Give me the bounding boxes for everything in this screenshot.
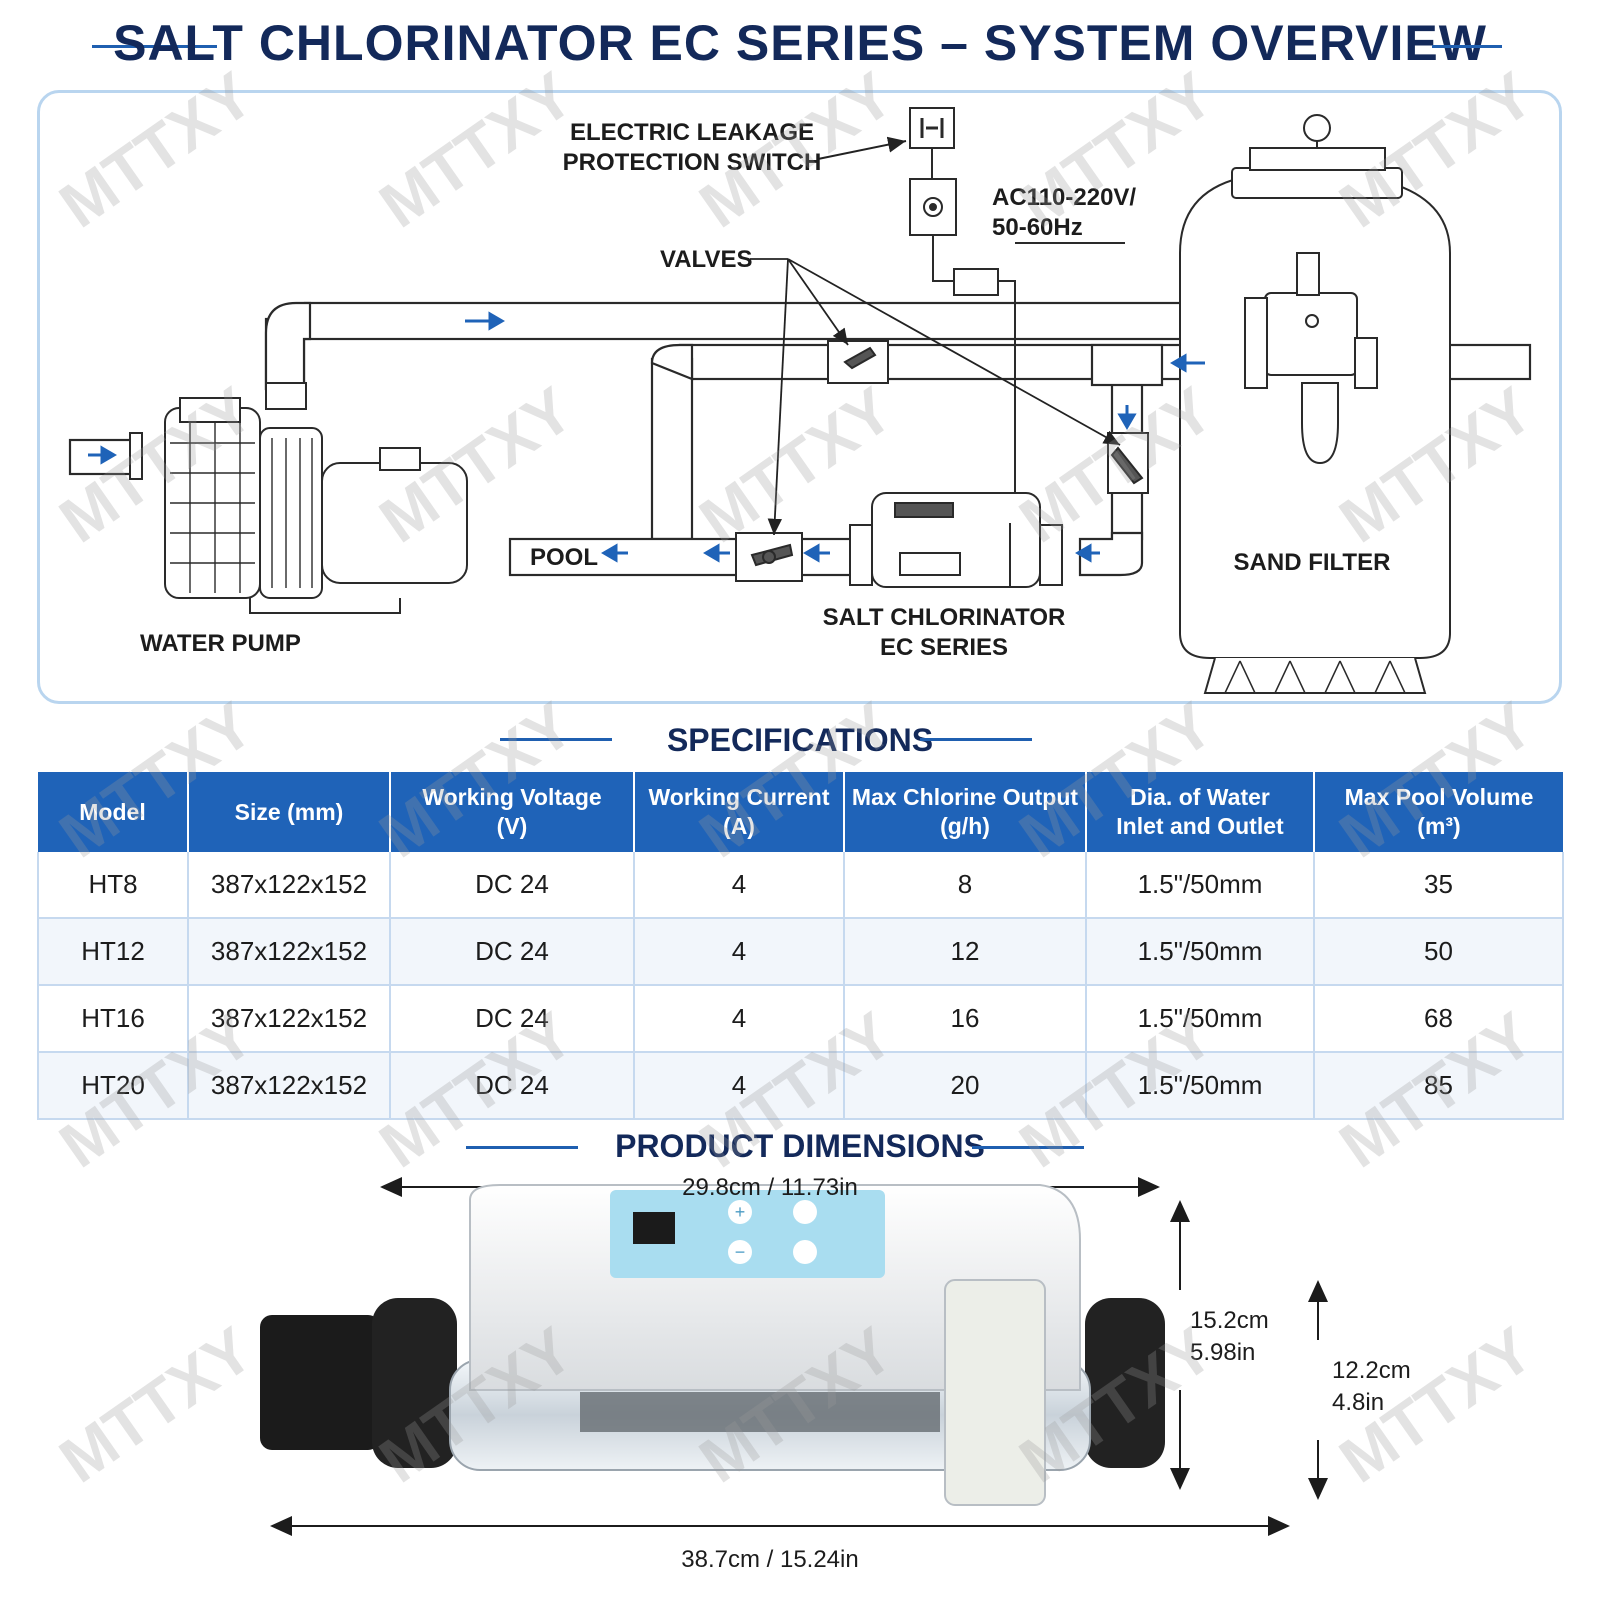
cell-current: 4 [634,985,845,1053]
water-pump-label: WATER PUMP [140,630,301,657]
leakage-switch-label-2: PROTECTION SWITCH [563,149,822,176]
cell-current: 4 [634,852,845,919]
header-size: Size (mm) [188,772,391,852]
title-bar: SALT CHLORINATOR EC SERIES – SYSTEM OVER… [0,14,1600,84]
bottom-width-label: 38.7cm / 15.24in [681,1546,858,1573]
pipe-elbow-right [1078,531,1144,577]
cell-volume: 68 [1314,985,1564,1053]
cell-voltage: DC 24 [390,852,635,919]
cell-diameter: 1.5"/50mm [1086,985,1315,1053]
valves-label: VALVES [660,246,752,273]
cell-size: 387x122x152 [188,985,391,1053]
pipe-branch-left [650,357,694,541]
cell-output: 20 [844,1052,1087,1120]
specifications-table: Model Size (mm) Working Voltage(V) Worki… [37,772,1564,1120]
chlorinator-label-2: EC SERIES [880,634,1008,661]
cell-output: 12 [844,918,1087,986]
pipe-elbow [264,301,312,391]
header-chlorine-output: Max Chlorine Output(g/h) [844,772,1087,852]
water-pump [129,382,468,614]
table-header-row: Model Size (mm) Working Voltage(V) Worki… [38,772,1563,852]
spec-rule-left [500,738,612,741]
header-voltage: Working Voltage(V) [390,772,635,852]
product-image: + − [260,1184,1165,1506]
depth-label-2: 4.8in [1332,1389,1384,1416]
table-row: HT8 387x122x152 DC 24 4 8 1.5"/50mm 35 [37,852,1564,919]
cell-current: 4 [634,1052,845,1120]
cell-voltage: DC 24 [390,985,635,1053]
svg-text:−: − [735,1242,746,1262]
dims-rule-left [466,1146,578,1149]
cell-model: HT16 [37,985,189,1053]
cell-diameter: 1.5"/50mm [1086,852,1315,919]
pool-label: POOL [530,544,598,571]
cell-size: 387x122x152 [188,918,391,986]
title-rule-right [1432,45,1502,48]
cell-model: HT20 [37,1052,189,1120]
cell-diameter: 1.5"/50mm [1086,1052,1315,1120]
header-model: Model [38,772,189,852]
pipe-top [303,301,1257,341]
sand-filter [1179,114,1451,694]
cell-volume: 35 [1314,852,1564,919]
pipe-tee [1090,343,1164,387]
cell-output: 16 [844,985,1087,1053]
cell-output: 8 [844,852,1087,919]
power-icon [793,1240,817,1264]
cell-volume: 85 [1314,1052,1564,1120]
title-rule-left [92,45,217,48]
leakage-switch-label-1: ELECTRIC LEAKAGE [570,119,814,146]
depth-label-1: 12.2cm [1332,1357,1411,1384]
cell-size: 387x122x152 [188,1052,391,1120]
table-row: HT16 387x122x152 DC 24 4 16 1.5"/50mm 68 [37,985,1564,1053]
cell-voltage: DC 24 [390,1052,635,1120]
table-row: HT20 387x122x152 DC 24 4 20 1.5"/50mm 85 [37,1052,1564,1120]
table-row: HT12 387x122x152 DC 24 4 12 1.5"/50mm 50 [37,918,1564,986]
product-dimensions-title: PRODUCT DIMENSIONS [615,1128,985,1164]
pipe-pool [508,537,892,577]
cell-model: HT8 [37,852,189,919]
cell-model: HT12 [37,918,189,986]
cell-voltage: DC 24 [390,918,635,986]
page-title: SALT CHLORINATOR EC SERIES – SYSTEM OVER… [113,15,1487,71]
specifications-title: SPECIFICATIONS [666,722,934,758]
height-label-1: 15.2cm [1190,1307,1269,1334]
sand-filter-label: SAND FILTER [1234,549,1391,576]
height-label-2: 5.98in [1190,1339,1255,1366]
header-pool-volume: Max Pool Volume(m³) [1314,772,1563,852]
pipe-elbow-left [650,343,694,381]
power-label-2: 50-60Hz [992,214,1083,241]
power-label-1: AC110-220V/ [992,184,1136,211]
cell-volume: 50 [1314,918,1564,986]
cell-diameter: 1.5"/50mm [1086,918,1315,986]
system-diagram-panel: ELECTRIC LEAKAGE PROTECTION SWITCH AC110… [37,90,1562,704]
chlorinator-unit [849,492,1063,588]
minus-icon [728,1240,752,1264]
spec-rule-right [920,738,1032,741]
header-current: Working Current(A) [634,772,845,852]
top-width-label: 29.8cm / 11.73in [682,1174,858,1201]
plus-icon [728,1200,752,1224]
svg-text:+: + [735,1202,746,1222]
cell-size: 387x122x152 [188,852,391,919]
cell-current: 4 [634,918,845,986]
valve-icon [843,346,877,370]
dims-rule-right [972,1146,1084,1149]
flow-arrow-icon [88,311,1205,563]
product-dimensions-drawing: + − 29.8cm / 11.73in 38.7cm / 15.24in 15… [260,1174,1411,1573]
chlorinator-label-1: SALT CHLORINATOR [823,604,1066,631]
junction-box [953,268,999,296]
system-diagram: ELECTRIC LEAKAGE PROTECTION SWITCH AC110… [68,107,1532,694]
